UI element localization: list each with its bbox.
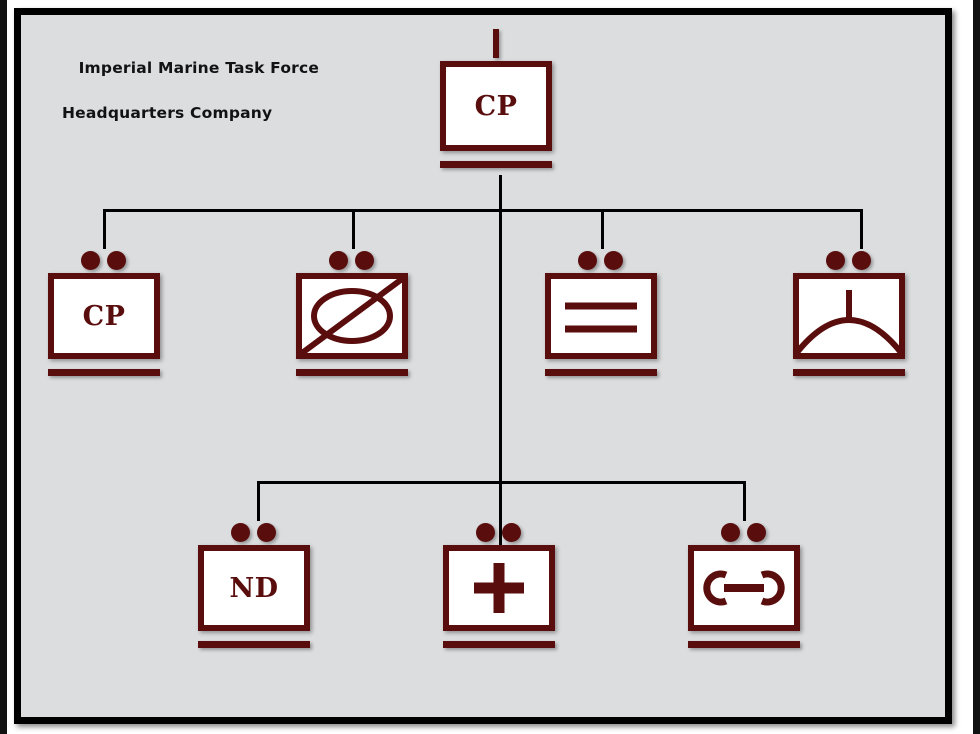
connector-drop-row2-3 [743, 481, 746, 521]
echelon-dots-platoon [329, 251, 374, 270]
echelon-dot [476, 523, 495, 542]
connector-drop-row1-2 [352, 209, 355, 249]
echelon-bar-company [493, 29, 499, 58]
unit-box [48, 273, 160, 359]
connector-drop-row2-1 [257, 481, 260, 521]
connector-bus-row-2 [257, 481, 746, 484]
connector-drop-row1-3 [601, 209, 604, 249]
echelon-dot [721, 523, 740, 542]
unit-underbar [48, 369, 160, 376]
unit-underbar [688, 641, 800, 648]
echelon-dot [81, 251, 100, 270]
unit-underbar [443, 641, 555, 648]
connector-bus-row-1 [103, 209, 863, 212]
echelon-dot [355, 251, 374, 270]
chart-panel: Imperial Marine Task Force Headquarters … [14, 8, 952, 724]
echelon-dot [257, 523, 276, 542]
echelon-dot [826, 251, 845, 270]
left-page-edge [0, 0, 7, 734]
unit-underbar [793, 369, 905, 376]
unit-box [198, 545, 310, 631]
echelon-dots-platoon [826, 251, 871, 270]
unit-box [440, 61, 552, 151]
echelon-dot [604, 251, 623, 270]
arc-with-stem-icon [793, 273, 905, 359]
medical-cross-icon [443, 545, 555, 631]
unit-box [545, 273, 657, 359]
recon-ellipse-slash-icon [296, 273, 408, 359]
unit-underbar [198, 641, 310, 648]
wrench-icon [688, 545, 800, 631]
echelon-dot [231, 523, 250, 542]
unit-label: ND [229, 572, 279, 604]
echelon-dot [329, 251, 348, 270]
echelon-dots-platoon [476, 523, 521, 542]
echelon-dot [852, 251, 871, 270]
echelon-dot [578, 251, 597, 270]
echelon-dots-platoon [578, 251, 623, 270]
echelon-dots-platoon [231, 523, 276, 542]
unit-label: CP [82, 300, 126, 332]
echelon-dots-platoon [81, 251, 126, 270]
echelon-dot [107, 251, 126, 270]
echelon-dot [747, 523, 766, 542]
page-title-line-1: Imperial Marine Task Force [78, 59, 320, 78]
page-title-line-2: Headquarters Company [62, 104, 273, 123]
page-title: Imperial Marine Task Force Headquarters … [45, 35, 319, 170]
unit-underbar [440, 161, 552, 168]
connector-trunk-vertical [499, 175, 502, 595]
echelon-dots-platoon [721, 523, 766, 542]
echelon-dot [502, 523, 521, 542]
connector-drop-row1-4 [860, 209, 863, 249]
connector-drop-row1-1 [103, 209, 106, 249]
right-page-edge [973, 0, 980, 734]
unit-underbar [296, 369, 408, 376]
signal-double-bar-icon [545, 273, 657, 359]
unit-label: CP [474, 90, 518, 122]
unit-underbar [545, 369, 657, 376]
